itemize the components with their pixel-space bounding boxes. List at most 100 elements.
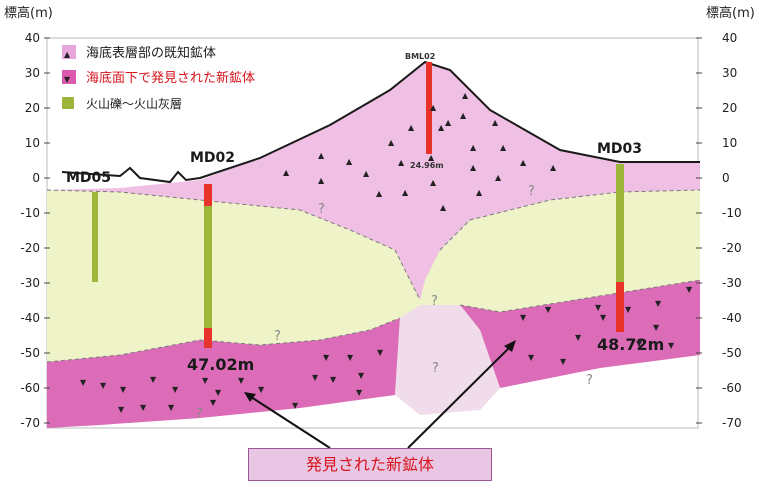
- right-tick-label: -40: [722, 311, 742, 325]
- depth-bml02: 24.96m: [410, 161, 444, 170]
- unknown-mark: ?: [318, 202, 325, 217]
- legend-symbol-known: ▲: [64, 50, 71, 59]
- known-ore-mark: ▲: [520, 158, 527, 167]
- well-md02-newore: [204, 328, 212, 348]
- unknown-mark: ?: [196, 407, 203, 422]
- known-ore-mark: ▲: [440, 203, 447, 212]
- new-ore-mark: ▼: [202, 376, 209, 385]
- left-tick-label: -60: [20, 381, 40, 395]
- well-bml02: [426, 62, 432, 154]
- new-ore-mark: ▼: [575, 333, 582, 342]
- new-ore-mark: ▼: [625, 305, 632, 314]
- seabed-line: [61, 60, 700, 184]
- left-tick-label: 10: [25, 136, 40, 150]
- depth-md02: 47.02m: [187, 355, 254, 374]
- new-ore-mark: ▼: [655, 299, 662, 308]
- left-tick-label: -10: [20, 206, 40, 220]
- new-ore-mark: ▼: [358, 371, 365, 380]
- new-ore-mark: ▼: [118, 405, 125, 414]
- well-label-md02: MD02: [190, 150, 235, 166]
- unknown-mark: ?: [274, 329, 281, 344]
- right-tick-label: -20: [722, 241, 742, 255]
- unknown-mark: ?: [528, 184, 535, 199]
- left-tick-label: -20: [20, 241, 40, 255]
- known-ore-mark: ▲: [470, 163, 477, 172]
- new-ore-mark: ▼: [545, 305, 552, 314]
- callout-arrow-right: [407, 344, 513, 449]
- new-ore-mark: ▼: [168, 403, 175, 412]
- new-ore-mark: ▼: [600, 313, 607, 322]
- new-ore-mark: ▼: [520, 313, 527, 322]
- right-tick-label: -30: [722, 276, 742, 290]
- known-ore-mark: ▲: [470, 143, 477, 152]
- new-ore-right: [460, 280, 700, 388]
- well-label-md05: MD05: [66, 170, 111, 186]
- new-ore-mark: ▼: [150, 375, 157, 384]
- new-ore-mark: ▼: [80, 378, 87, 387]
- known-ore-body: [47, 62, 700, 300]
- known-ore-mark: ▲: [363, 169, 370, 178]
- new-ore-left: [47, 318, 400, 428]
- unknown-mark: ?: [586, 373, 593, 388]
- new-ore-mark: ▼: [636, 339, 643, 348]
- known-ore-symbols: ▲▲▲▲▲▲▲▲▲▲▲▲▲▲▲▲▲▲▲▲▲▲▲▲▲▲: [283, 91, 557, 212]
- right-tick-label: -10: [722, 206, 742, 220]
- new-ore-mark: ▼: [560, 357, 567, 366]
- right-tick-label: -50: [722, 346, 742, 360]
- right-tick-label: 20: [722, 101, 737, 115]
- right-axis-title: 標高(m): [706, 6, 755, 21]
- known-ore-mark: ▲: [495, 173, 502, 182]
- known-ore-mark: ▲: [318, 151, 325, 160]
- new-ore-mark: ▼: [215, 388, 222, 397]
- right-tick-label: -70: [722, 416, 742, 430]
- new-ore-mark: ▼: [172, 385, 179, 394]
- known-ore-mark: ▲: [438, 123, 445, 132]
- legend: ▲ 海底表層部の既知鉱体 ▼ 海底面下で発見された新鉱体 火山礫～火山灰層: [62, 45, 255, 111]
- left-tick-label: -30: [20, 276, 40, 290]
- left-tick-label: 40: [25, 31, 40, 45]
- legend-known-ore: 海底表層部の既知鉱体: [86, 45, 216, 61]
- left-tick-label: 0: [32, 171, 40, 185]
- known-ore-mark: ▲: [388, 138, 395, 147]
- new-ore-mark: ▼: [100, 381, 107, 390]
- right-tick-label: -60: [722, 381, 742, 395]
- new-ore-mark: ▼: [210, 398, 217, 407]
- new-ore-mark: ▼: [668, 341, 675, 350]
- left-tick-label: 30: [25, 66, 40, 80]
- well-md03-tuff: [616, 164, 624, 282]
- known-ore-mark: ▲: [428, 153, 435, 162]
- well-md02-ore: [204, 184, 212, 206]
- new-ore-mark: ▼: [292, 401, 299, 410]
- new-ore-mark: ▼: [238, 376, 245, 385]
- known-ore-mark: ▲: [500, 143, 507, 152]
- well-md03-newore: [616, 282, 624, 332]
- right-tick-label: 30: [722, 66, 737, 80]
- new-ore-mark: ▼: [528, 353, 535, 362]
- known-ore-mark: ▲: [376, 189, 383, 198]
- right-tick-label: 40: [722, 31, 737, 45]
- new-ore-mark: ▼: [595, 303, 602, 312]
- well-label-bml02: BML02: [405, 52, 435, 61]
- new-ore-mark: ▼: [653, 323, 660, 332]
- left-tick-label: 20: [25, 101, 40, 115]
- new-ore-mark: ▼: [377, 348, 384, 357]
- left-tick-label: -40: [20, 311, 40, 325]
- legend-new-ore: 海底面下で発見された新鉱体: [86, 70, 255, 86]
- legend-tuff: 火山礫～火山灰層: [86, 96, 182, 111]
- known-ore-mark: ▲: [430, 178, 437, 187]
- known-ore-mark: ▲: [476, 188, 483, 197]
- new-ore-symbols: ▼▼▼▼▼▼▼▼▼▼▼▼▼▼▼▼▼▼▼▼▼▼▼▼▼▼▼▼▼▼▼▼▼▼: [80, 285, 693, 414]
- callout-arrow-left: [247, 394, 331, 449]
- new-ore-mark: ▼: [120, 385, 127, 394]
- known-ore-mark: ▲: [550, 163, 557, 172]
- legend-symbol-new: ▼: [64, 75, 71, 84]
- well-md02-tuff: [204, 206, 212, 328]
- new-ore-mark: ▼: [356, 388, 363, 397]
- new-ore-mark: ▼: [330, 375, 337, 384]
- unknown-mark: ?: [431, 294, 438, 309]
- new-ore-mark: ▼: [140, 403, 147, 412]
- new-ore-mark: ▼: [347, 353, 354, 362]
- depth-md03: 48.72m: [597, 335, 664, 354]
- left-tick-label: -70: [20, 416, 40, 430]
